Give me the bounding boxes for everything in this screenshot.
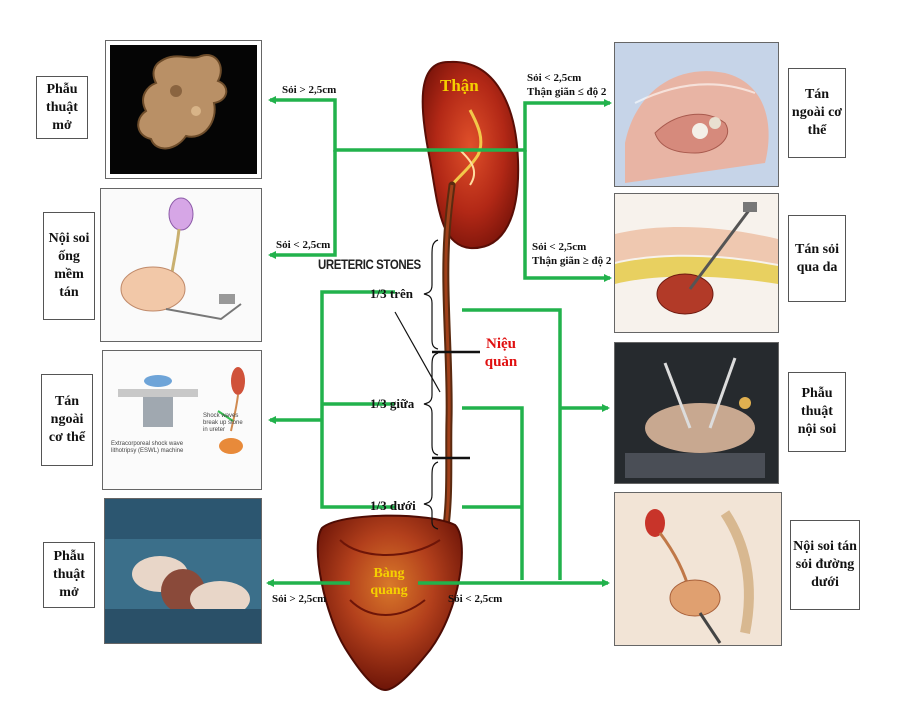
flow-arrows bbox=[266, 96, 612, 587]
treatment-left-3: Tán ngoài cơ thể bbox=[41, 374, 93, 466]
ureter-label: Niệu quản bbox=[484, 336, 518, 370]
treatment-left-2: Nội soi ống mềm tán bbox=[43, 212, 95, 320]
segment-middle: 1/3 giữa bbox=[370, 396, 415, 411]
treatment-right-2: Tán sỏi qua da bbox=[788, 215, 846, 302]
segment-lower: 1/3 dưới bbox=[370, 498, 416, 513]
photo-laparoscopic-surgery bbox=[614, 342, 779, 484]
condition-bladder-gt: Sỏi > 2,5cm bbox=[272, 593, 327, 605]
condition-kidney-right1-a: Sỏi < 2,5cm bbox=[527, 72, 582, 84]
bladder-label: Bàng quang bbox=[370, 566, 408, 598]
treatment-right-1: Tán ngoài cơ thể bbox=[788, 68, 846, 158]
kidney-label: Thận bbox=[440, 76, 479, 95]
photo-open-surgery-bladder bbox=[104, 498, 262, 644]
treatment-left-1: Phẫu thuật mở bbox=[36, 76, 88, 139]
segment-brackets bbox=[394, 239, 480, 530]
photo-lower-endoscopy bbox=[614, 492, 782, 646]
photo-eswl-right bbox=[614, 42, 779, 187]
photo-flexible-ureteroscopy bbox=[100, 188, 262, 342]
bladder-illustration bbox=[316, 514, 463, 692]
eswl-machine-caption: Extracorporeal shock wave lithotripsy (E… bbox=[111, 441, 184, 454]
condition-kidney-right2-a: Sỏi < 2,5cm bbox=[532, 241, 587, 253]
condition-kidney-right1-b: Thận giãn ≤ độ 2 bbox=[527, 86, 607, 98]
treatment-left-4: Phẫu thuật mở bbox=[43, 542, 95, 608]
photo-pcnl bbox=[614, 193, 779, 333]
condition-kidney-right2-b: Thận giãn ≥ độ 2 bbox=[532, 255, 612, 267]
condition-bladder-lt: Sỏi < 2,5cm bbox=[448, 593, 503, 605]
shockwave-caption: Shock waves break up stone in ureter bbox=[203, 413, 243, 433]
treatment-right-3: Phẫu thuật nội soi bbox=[788, 372, 846, 452]
treatment-right-4: Nội soi tán sỏi đường dưới bbox=[790, 520, 860, 610]
ureteric-stones-heading: URETERIC STONES bbox=[318, 256, 421, 272]
condition-kidney-gt: Sỏi > 2,5cm bbox=[282, 84, 337, 96]
condition-kidney-lt: Sỏi < 2,5cm bbox=[276, 239, 331, 251]
photo-kidney-stone bbox=[105, 40, 262, 179]
segment-upper: 1/3 trên bbox=[370, 286, 413, 301]
photo-eswl-left: Extracorporeal shock wave lithotripsy (E… bbox=[102, 350, 262, 490]
